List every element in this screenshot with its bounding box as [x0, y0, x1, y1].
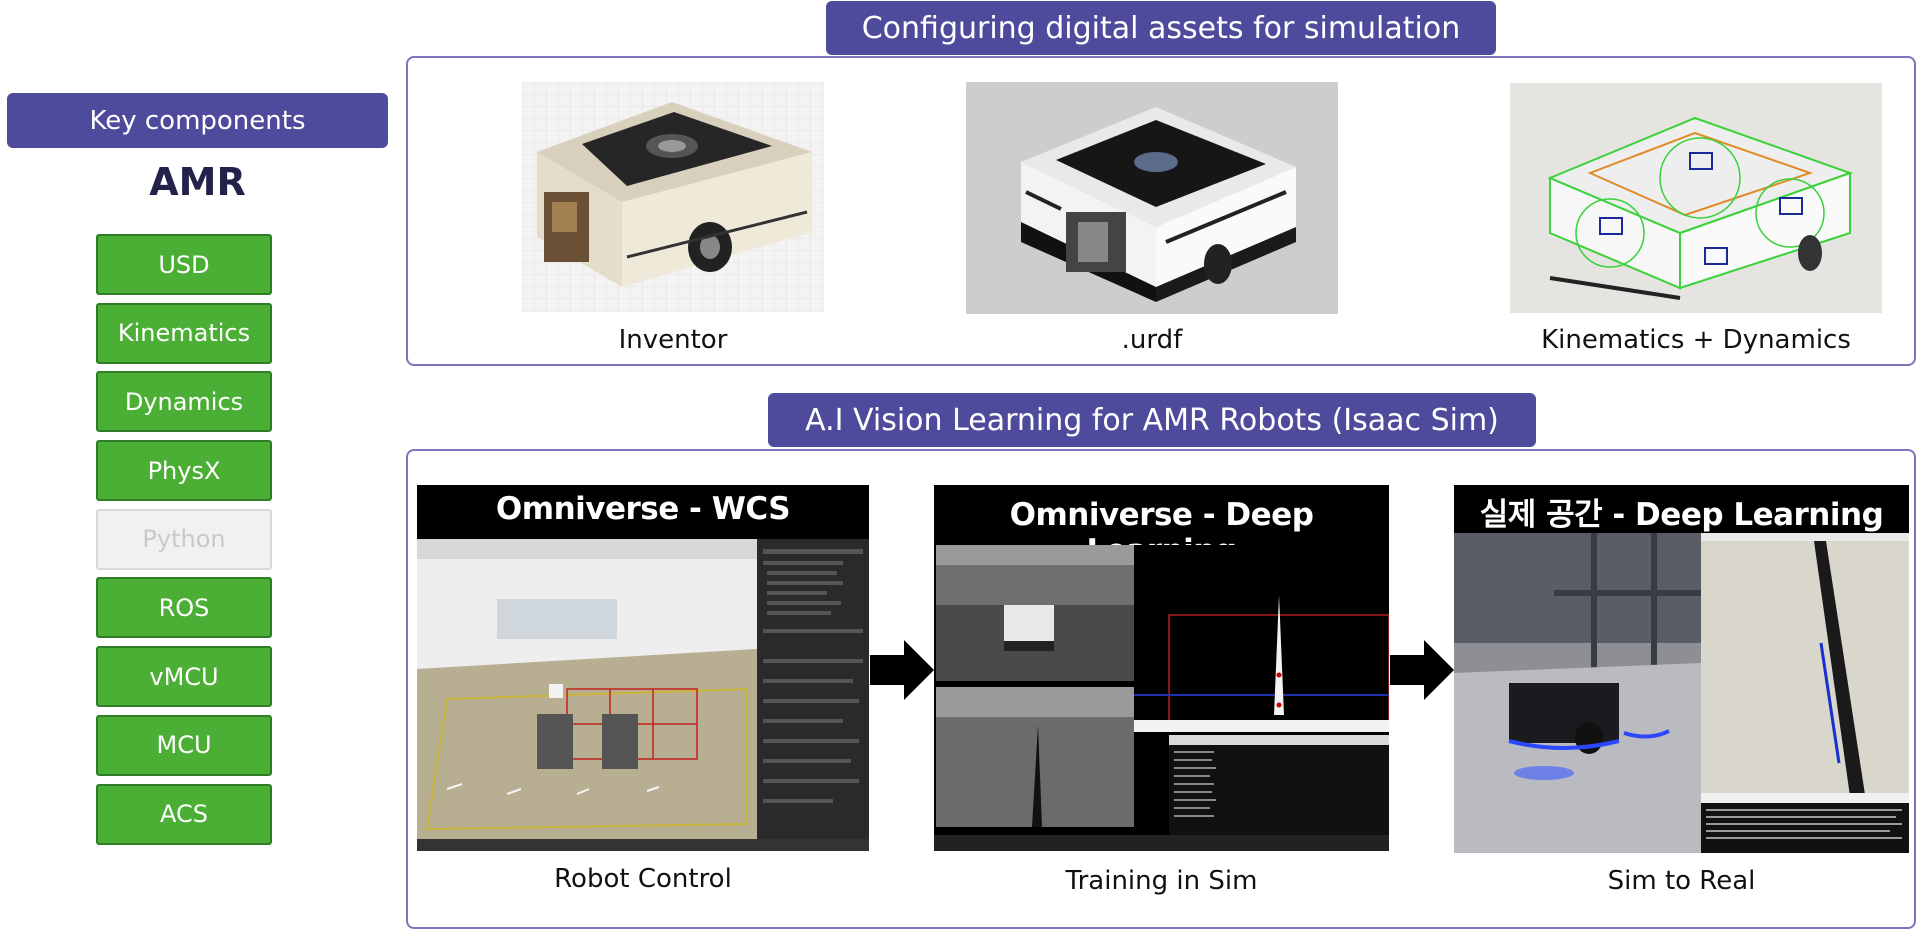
- omniverse-wcs-title: Omniverse - WCS: [495, 491, 791, 527]
- arrow-right-icon: [1390, 640, 1454, 700]
- inventor-robot-image: [522, 82, 824, 312]
- component-dynamics: Dynamics: [96, 371, 272, 433]
- urdf-caption: .urdf: [1121, 325, 1183, 355]
- real-space-deep-learning-panel: 실제 공간 - Deep Learning: [1454, 485, 1909, 853]
- arrow-right-icon: [870, 640, 934, 700]
- amr-title: AMR: [149, 160, 246, 204]
- component-python: Python: [96, 508, 272, 570]
- assets-section-title: Configuring digital assets for simulatio…: [826, 1, 1496, 55]
- inventor-caption: Inventor: [618, 325, 728, 355]
- component-usd: USD: [96, 234, 272, 295]
- kinematics-dynamics-caption: Kinematics + Dynamics: [1541, 325, 1851, 355]
- vision-section-title: A.I Vision Learning for AMR Robots (Isaa…: [768, 393, 1536, 447]
- key-components-header: Key components: [7, 93, 388, 148]
- component-acs: ACS: [96, 783, 272, 845]
- omniverse-deep-learning-panel: Omniverse - Deep Learning: [934, 485, 1389, 851]
- urdf-robot-image: [966, 82, 1338, 314]
- sim-to-real-caption: Sim to Real: [1607, 866, 1756, 896]
- omniverse-wcs-panel: Omniverse - WCS: [417, 485, 869, 851]
- kinematics-dynamics-robot-image: [1510, 83, 1882, 313]
- component-kinematics: Kinematics: [96, 302, 272, 364]
- component-list: USD Kinematics Dynamics PhysX Python ROS…: [96, 234, 272, 852]
- component-physx: PhysX: [96, 440, 272, 502]
- component-ros: ROS: [96, 577, 272, 639]
- component-mcu: MCU: [96, 714, 272, 776]
- robot-control-caption: Robot Control: [554, 864, 732, 894]
- component-vmcu: vMCU: [96, 646, 272, 708]
- real-space-deep-learning-title: 실제 공간 - Deep Learning: [1479, 497, 1884, 533]
- training-in-sim-caption: Training in Sim: [1065, 866, 1258, 896]
